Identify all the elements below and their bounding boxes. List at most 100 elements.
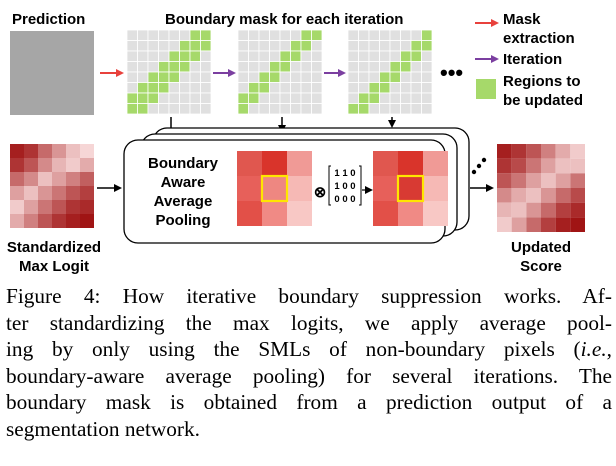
mask-cell [379,103,391,115]
mask-cell [269,29,281,41]
pool-cell [262,176,287,201]
mask-cell [347,29,359,41]
legend-mask-extraction: Mask [503,11,541,28]
mask-cell [168,40,180,52]
mask-cell-update [368,82,380,94]
mask-cell [421,61,433,73]
pool-cell [373,201,398,226]
mask-cell [379,29,391,41]
mask-cell [137,61,149,73]
mask-cell [368,71,380,83]
mask-cell-update [258,71,270,83]
mask-cell [200,82,212,94]
mask-cell [137,50,149,62]
mask-cell [421,82,433,94]
mask-cell [189,71,201,83]
updated-cell [511,144,527,159]
mask-cell [179,71,191,83]
mask-cell [200,71,212,83]
mask-cell [410,103,422,115]
mask-cell [311,71,323,83]
mask-cell [311,92,323,104]
mask-cell [126,29,138,41]
mask-cell [410,82,422,94]
mask-cell [237,71,249,83]
sml-cell [10,200,24,214]
max-logit-label: Max Logit [19,258,89,275]
sml-cell [10,158,24,172]
mask-cell [237,82,249,94]
sml-cell [52,158,66,172]
sml-cell [80,172,94,186]
boundary-mask-iteration-2 [237,29,323,115]
mask-cell [300,61,312,73]
updated-cell [497,158,512,174]
sml-cell [38,158,52,172]
mask-cell [347,92,359,104]
sml-cell [10,186,24,200]
mask-cell [347,50,359,62]
mask-cell-update [410,50,422,62]
caption-line-3: ing by only using the SMLs of non-bounda… [6,336,612,363]
mask-cell-update [147,92,159,104]
mask-cell-update [189,29,201,41]
standardized-label: Standardized [7,239,101,256]
mask-cell [400,71,412,83]
mask-cell-update [189,50,201,62]
mask-cell-update [137,103,149,115]
mask-cell [389,103,401,115]
mask-cell [410,92,422,104]
legend-green-swatch [476,79,496,99]
mask-cell [158,92,170,104]
pool-cell [423,201,448,226]
caption-line-2: ter standardizing the max logits, we app… [6,310,612,335]
baap-label-3: Average [154,193,213,210]
boundary-mask-iteration-3 [347,29,433,115]
mask-cell [258,40,270,52]
sml-cell [24,158,38,172]
mask-cell [179,82,191,94]
mask-cell [410,71,422,83]
mask-cell-update [279,61,291,73]
boundary-mask-title: Boundary mask for each iteration [165,11,403,28]
mask-cell-update [189,40,201,52]
center-pixel-highlight [260,174,289,203]
mask-cell [421,50,433,62]
kernel-row-2: 1 0 0 [334,181,355,192]
mask-cell [368,40,380,52]
mask-cell [147,40,159,52]
updated-cell [570,144,585,159]
mask-cell-update [248,82,260,94]
mask-cell-update [269,71,281,83]
pool-cell [373,176,398,201]
updated-cell [570,158,585,174]
pool-cell [373,151,398,176]
updated-cell [555,173,571,188]
pool-cell [287,151,312,176]
caption-line-3c: , [606,337,612,362]
mask-cell [379,61,391,73]
mask-cell-update [126,103,138,115]
mask-cell [279,71,291,83]
mask-cell [248,71,260,83]
sml-cell [66,214,80,228]
mask-cell [400,103,412,115]
mask-cell-update [147,82,159,94]
mask-cell [147,29,159,41]
mask-cell-update [379,71,391,83]
updated-cell [541,173,556,188]
sml-cell [80,214,94,228]
updated-cell [526,217,541,232]
caption-line-3a: ing by only using the SMLs of non-bounda… [6,337,581,362]
mask-cell [158,50,170,62]
mask-cell [168,103,180,115]
mask-cell [290,92,302,104]
sml-cell [38,186,52,200]
sml-cell [52,200,66,214]
mask-cell [137,71,149,83]
legend-regions-2: be updated [503,92,583,109]
mask-cell-update [290,50,302,62]
mask-cell [358,40,370,52]
updated-cell [555,158,571,174]
mask-cell-update [137,82,149,94]
